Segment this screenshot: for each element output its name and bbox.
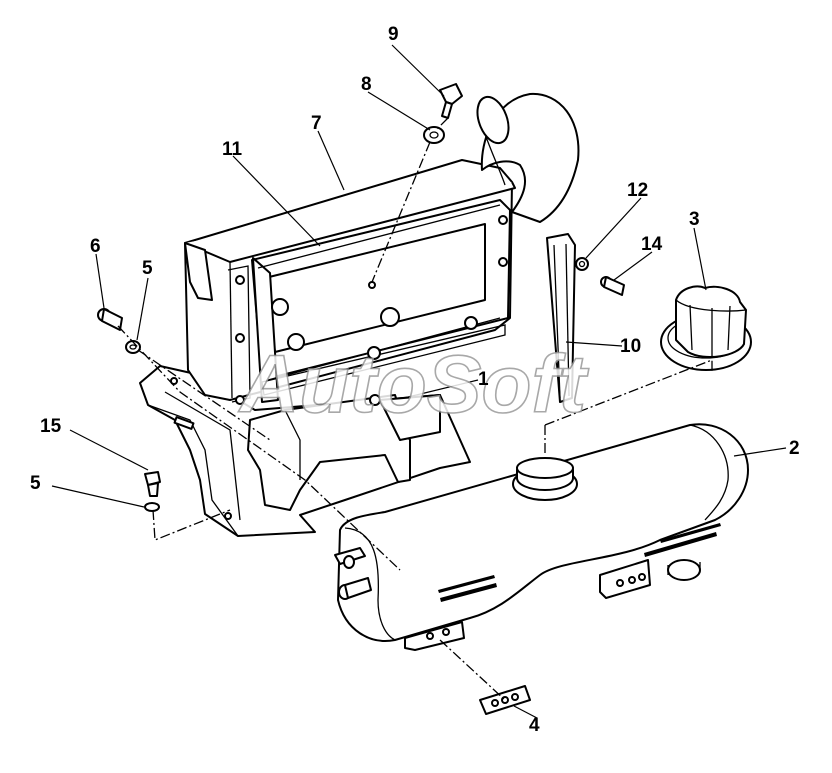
washer-5-lower [144,502,160,512]
bolt-6 [97,308,123,331]
callout-1: 1 [478,369,489,390]
plate-4 [479,685,531,715]
callout-3: 3 [689,209,700,230]
bolt-14 [600,276,625,296]
callout-14: 14 [641,234,663,255]
callout-15: 15 [40,416,62,437]
callout-5-upper: 5 [142,258,153,279]
watermark-text: AutoSoft [238,339,590,430]
reservoir-tank [334,423,749,651]
callout-5-lower: 5 [30,473,41,494]
nut-12 [575,257,589,271]
assembly-lines [117,117,713,701]
callout-11: 11 [222,139,243,160]
callout-4: 4 [529,715,540,736]
callout-12: 12 [627,180,648,201]
callout-6: 6 [90,236,101,257]
bolt-9 [439,83,463,119]
mounting-bracket [139,365,471,537]
support-strip [546,233,576,403]
washer-8 [423,126,445,144]
washer-5-upper [125,340,141,354]
leader-lines [51,44,787,719]
callout-2: 2 [789,438,800,459]
callout-8: 8 [361,74,372,95]
filler-cap [660,285,752,371]
bolt-15 [144,471,161,497]
control-box [184,159,516,406]
air-duct-elbow [476,92,580,223]
callout-10: 10 [620,336,641,357]
callout-7: 7 [311,113,322,134]
callout-9: 9 [388,24,399,45]
